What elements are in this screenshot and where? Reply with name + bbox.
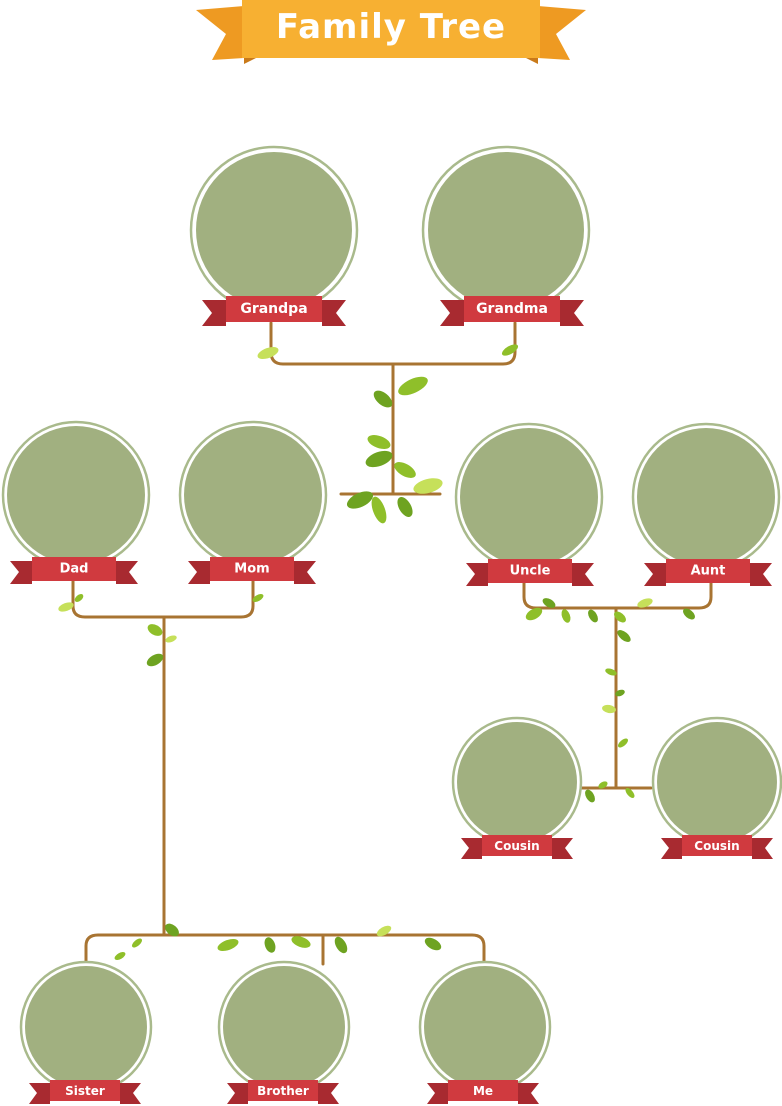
name-ribbon bbox=[32, 557, 116, 581]
leaf-icon bbox=[252, 594, 264, 602]
leaf-icon bbox=[365, 450, 393, 468]
leaf-icon bbox=[501, 344, 519, 356]
member-label: Grandma bbox=[476, 301, 548, 317]
page-title: Family Tree bbox=[276, 7, 506, 47]
leaves bbox=[58, 344, 695, 960]
photo-placeholder bbox=[7, 426, 145, 564]
photo-placeholder bbox=[424, 966, 546, 1088]
name-ribbon bbox=[210, 557, 294, 581]
leaf-icon bbox=[637, 598, 653, 608]
photo-placeholder bbox=[25, 966, 147, 1088]
children-branch bbox=[84, 933, 486, 964]
member-cousin-2: Cousin bbox=[651, 716, 782, 859]
leaf-icon bbox=[615, 689, 625, 697]
member-cousin-1: Cousin bbox=[451, 716, 583, 859]
leaf-icon bbox=[147, 624, 163, 636]
leaf-icon bbox=[398, 376, 428, 396]
leaf-icon bbox=[58, 602, 74, 612]
photo-placeholder bbox=[184, 426, 322, 564]
leaf-icon bbox=[217, 938, 239, 952]
title-banner-center bbox=[242, 0, 540, 58]
name-ribbon bbox=[248, 1080, 318, 1101]
leaf-icon bbox=[291, 936, 311, 948]
leaf-icon bbox=[614, 611, 626, 623]
name-ribbon bbox=[464, 296, 560, 322]
member-aunt: Aunt bbox=[631, 422, 781, 586]
title-banner: Family Tree bbox=[196, 0, 586, 64]
leaf-icon bbox=[598, 781, 608, 789]
leaf-icon bbox=[617, 630, 631, 642]
leaf-icon bbox=[588, 609, 598, 623]
photo-placeholder bbox=[196, 152, 352, 308]
leaf-icon bbox=[542, 598, 556, 608]
member-label: Brother bbox=[257, 1084, 309, 1098]
name-ribbon bbox=[226, 296, 322, 322]
member-label: Uncle bbox=[510, 564, 551, 579]
leaf-icon bbox=[605, 668, 617, 676]
leaf-icon bbox=[413, 478, 443, 494]
photo-placeholder bbox=[637, 428, 775, 566]
name-ribbon bbox=[682, 835, 752, 856]
leaf-icon bbox=[114, 952, 126, 960]
leaf-icon bbox=[257, 346, 279, 360]
leaf-icon bbox=[618, 738, 628, 748]
leaf-icon bbox=[373, 390, 393, 408]
leaf-icon bbox=[424, 937, 442, 951]
photo-placeholder bbox=[223, 966, 345, 1088]
member-dad: Dad bbox=[1, 420, 151, 584]
leaf-icon bbox=[367, 435, 391, 449]
member-grandpa: Grandpa bbox=[189, 145, 359, 326]
member-label: Cousin bbox=[694, 839, 739, 853]
leaf-icon bbox=[132, 938, 142, 948]
member-me: Me bbox=[418, 960, 552, 1104]
name-ribbon bbox=[50, 1080, 120, 1101]
member-sister: Sister bbox=[19, 960, 153, 1104]
leaf-icon bbox=[146, 653, 164, 667]
leaf-icon bbox=[394, 462, 416, 478]
photo-placeholder bbox=[457, 722, 577, 842]
leaf-icon bbox=[602, 704, 616, 714]
member-label: Aunt bbox=[691, 564, 726, 579]
name-ribbon bbox=[482, 835, 552, 856]
member-label: Me bbox=[473, 1084, 493, 1098]
member-label: Grandpa bbox=[240, 301, 307, 317]
name-ribbon bbox=[666, 559, 750, 583]
leaf-icon bbox=[346, 491, 374, 509]
parents-branch bbox=[71, 578, 255, 619]
name-ribbon bbox=[448, 1080, 518, 1101]
photo-placeholder bbox=[428, 152, 584, 308]
leaf-icon bbox=[376, 925, 392, 937]
member-brother: Brother bbox=[217, 960, 351, 1104]
member-label: Cousin bbox=[494, 839, 539, 853]
leaf-icon bbox=[683, 608, 695, 620]
photo-placeholder bbox=[460, 428, 598, 566]
leaf-icon bbox=[561, 609, 571, 623]
member-grandma: Grandma bbox=[421, 145, 591, 326]
leaf-icon bbox=[165, 635, 177, 643]
member-label: Dad bbox=[60, 562, 89, 577]
member-nodes: Grandpa Grandma Dad Mom bbox=[1, 145, 782, 1104]
leaf-icon bbox=[165, 923, 179, 937]
leaf-icon bbox=[371, 496, 387, 524]
photo-placeholder bbox=[657, 722, 777, 842]
leaf-icon bbox=[264, 937, 276, 953]
branch-lines bbox=[71, 321, 713, 966]
leaf-icon bbox=[397, 497, 413, 517]
leaf-icon bbox=[585, 789, 595, 803]
leaf-icon bbox=[334, 936, 348, 954]
leaf-icon bbox=[525, 607, 543, 621]
member-uncle: Uncle bbox=[454, 422, 604, 586]
title-banner-right-tail bbox=[538, 6, 586, 60]
leaf-icon bbox=[74, 594, 84, 602]
name-ribbon bbox=[488, 559, 572, 583]
member-mom: Mom bbox=[178, 420, 328, 584]
leaf-icon bbox=[625, 788, 635, 798]
grandparents-branch bbox=[269, 321, 517, 366]
title-banner-left-tail bbox=[196, 6, 244, 60]
member-label: Mom bbox=[234, 562, 269, 577]
member-label: Sister bbox=[65, 1084, 105, 1098]
